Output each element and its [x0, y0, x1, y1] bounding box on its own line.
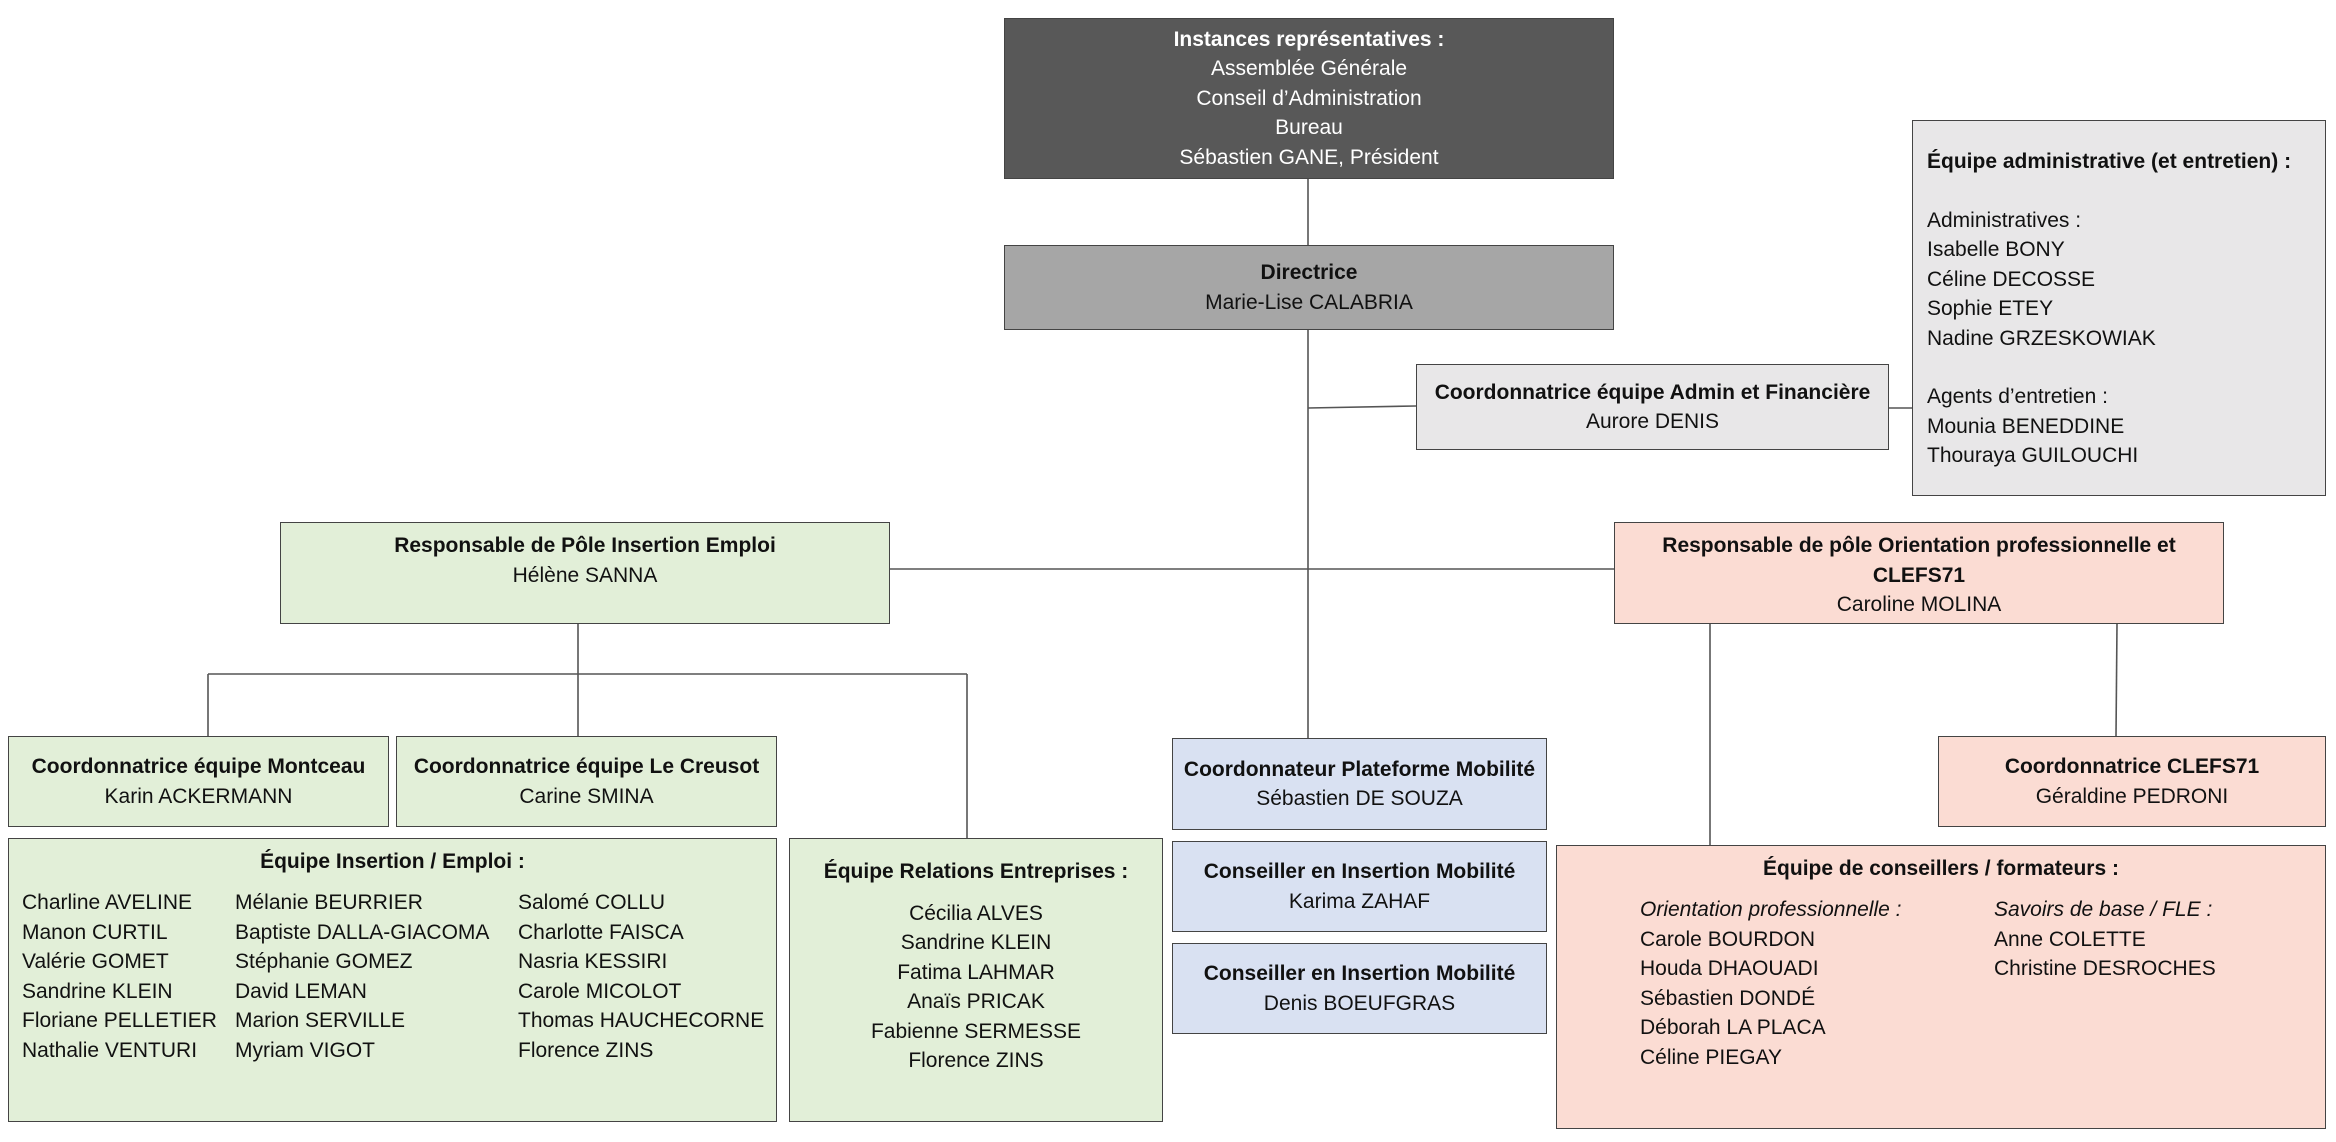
- resp-insertion-name: Hélène SANNA: [512, 563, 658, 587]
- instances-box: Instances représentatives : Assemblée Gé…: [1004, 18, 1614, 179]
- equipe-admin-heading: Administratives :: [1927, 208, 2082, 232]
- team-member: Stéphanie GOMEZ: [235, 950, 413, 973]
- relations-member: Cécilia ALVES: [909, 901, 1043, 925]
- coord-clefs-title: Coordonnatrice CLEFS71: [2004, 755, 2260, 778]
- resp-insertion-title: Responsable de Pôle Insertion Emploi: [394, 534, 776, 557]
- conseiller-mobilite-box: Conseiller en Insertion Mobilité Denis B…: [1172, 943, 1547, 1034]
- equipe-admin-title: Équipe administrative (et entretien) :: [1927, 150, 2292, 173]
- team-member: Charline AVELINE: [22, 891, 193, 914]
- agent-member: Mounia BENEDDINE: [1927, 414, 2125, 438]
- team-member: David LEMAN: [235, 979, 367, 1003]
- team-member: Nathalie VENTURI: [22, 1038, 198, 1062]
- conseiller-member: Céline PIEGAY: [1640, 1045, 1783, 1069]
- insertion-column-3: Salomé COLLU Charlotte FAISCA Nasria KES…: [518, 888, 764, 1065]
- instances-line: Assemblée Générale: [1210, 57, 1408, 81]
- savoirs-column: Savoirs de base / FLE : Anne COLETTE Chr…: [1994, 895, 2216, 984]
- relations-member: Fatima LAHMAR: [897, 960, 1055, 984]
- relations-member: Florence ZINS: [908, 1049, 1044, 1072]
- coord-admin-name: Aurore DENIS: [1585, 410, 1720, 433]
- team-member: Charlotte FAISCA: [518, 920, 684, 944]
- relations-member: Anaïs PRICAK: [907, 990, 1045, 1013]
- orientation-column: Orientation professionnelle : Carole BOU…: [1640, 895, 1902, 1072]
- team-member: Valérie GOMET: [22, 950, 169, 973]
- coord-mobilite-title: Coordonnateur Plateforme Mobilité: [1183, 757, 1536, 781]
- coord-mobilite-box: Coordonnateur Plateforme Mobilité Sébast…: [1172, 738, 1547, 830]
- resp-insertion-box: Responsable de Pôle Insertion Emploi Hél…: [280, 522, 890, 624]
- team-member: Sandrine KLEIN: [22, 979, 173, 1003]
- team-member: Marion SERVILLE: [235, 1009, 406, 1032]
- coord-creusot-title: Coordonnatrice équipe Le Creusot: [413, 755, 760, 778]
- instances-title: Instances représentatives :: [1173, 27, 1445, 51]
- conseiller-title: Conseiller en Insertion Mobilité: [1203, 962, 1516, 985]
- team-member: Carole MICOLOT: [518, 979, 682, 1003]
- directrice-box: Directrice Marie-Lise CALABRIA: [1004, 245, 1614, 330]
- resp-orientation-name: Caroline MOLINA: [1836, 593, 2002, 616]
- conseiller-member: Houda DHAOUADI: [1640, 957, 1819, 980]
- formateur-member: Anne COLETTE: [1994, 927, 2146, 951]
- team-member: Myriam VIGOT: [235, 1038, 375, 1062]
- team-member: Salomé COLLU: [518, 891, 666, 914]
- equipe-admin-box: Équipe administrative (et entretien) : A…: [1912, 120, 2326, 496]
- equipe-conseillers-title: Équipe de conseillers / formateurs :: [1763, 857, 2119, 880]
- directrice-name: Marie-Lise CALABRIA: [1205, 290, 1413, 314]
- equipe-insertion-box: Équipe Insertion / Emploi : Charline AVE…: [8, 838, 777, 1122]
- coord-creusot-name: Carine SMINA: [519, 784, 654, 808]
- orientation-heading: Orientation professionnelle :: [1640, 898, 1902, 921]
- savoirs-heading: Savoirs de base / FLE :: [1994, 898, 2213, 921]
- equipe-relations-title: Équipe Relations Entreprises :: [823, 860, 1129, 883]
- relations-member: Sandrine KLEIN: [900, 931, 1052, 954]
- agent-member: Thouraya GUILOUCHI: [1927, 444, 2139, 467]
- coord-clefs-box: Coordonnatrice CLEFS71 Géraldine PEDRONI: [1938, 736, 2326, 827]
- team-member: Mélanie BEURRIER: [235, 891, 423, 914]
- conseiller-member: Sébastien DONDÉ: [1640, 986, 1816, 1010]
- equipe-admin-member: Sophie ETEY: [1927, 297, 2054, 320]
- instances-line: Conseil d’Administration: [1196, 86, 1422, 110]
- insertion-column-2: Mélanie BEURRIER Baptiste DALLA-GIACOMA …: [235, 888, 489, 1065]
- connector-line: [1307, 405, 1417, 409]
- instances-line: Sébastien GANE, Président: [1179, 145, 1439, 169]
- conseiller-member: Carole BOURDON: [1640, 927, 1816, 951]
- insertion-column-1: Charline AVELINE Manon CURTIL Valérie GO…: [22, 888, 217, 1065]
- conseiller-name: Denis BOEUFGRAS: [1263, 991, 1456, 1015]
- formateur-member: Christine DESROCHES: [1994, 957, 2216, 980]
- agents-heading: Agents d’entretien :: [1927, 385, 2108, 408]
- coord-montceau-box: Coordonnatrice équipe Montceau Karin ACK…: [8, 736, 389, 827]
- equipe-admin-member: Nadine GRZESKOWIAK: [1927, 326, 2156, 350]
- coord-montceau-name: Karin ACKERMANN: [104, 784, 293, 808]
- team-member: Baptiste DALLA-GIACOMA: [235, 920, 490, 944]
- conseiller-title: Conseiller en Insertion Mobilité: [1203, 860, 1516, 883]
- coord-clefs-name: Géraldine PEDRONI: [2035, 784, 2229, 808]
- team-member: Manon CURTIL: [22, 920, 168, 944]
- team-member: Floriane PELLETIER: [22, 1009, 217, 1032]
- instances-line: Bureau: [1275, 116, 1343, 140]
- resp-orientation-title: Responsable de pôle Orientation professi…: [1662, 534, 2176, 587]
- equipe-relations-box: Équipe Relations Entreprises : Cécilia A…: [789, 838, 1163, 1122]
- directrice-title: Directrice: [1260, 261, 1358, 284]
- relations-member: Fabienne SERMESSE: [870, 1019, 1082, 1043]
- team-member: Thomas HAUCHECORNE: [518, 1009, 765, 1032]
- equipe-insertion-title: Équipe Insertion / Emploi :: [260, 850, 525, 873]
- conseiller-mobilite-box: Conseiller en Insertion Mobilité Karima …: [1172, 841, 1547, 932]
- coord-admin-box: Coordonnatrice équipe Admin et Financièr…: [1416, 364, 1889, 450]
- team-member: Florence ZINS: [518, 1038, 654, 1062]
- resp-orientation-box: Responsable de pôle Orientation professi…: [1614, 522, 2224, 624]
- equipe-admin-member: Céline DECOSSE: [1927, 267, 2096, 291]
- coord-admin-title: Coordonnatrice équipe Admin et Financièr…: [1434, 380, 1871, 404]
- equipe-admin-member: Isabelle BONY: [1927, 238, 2065, 261]
- conseiller-member: Déborah LA PLACA: [1640, 1016, 1826, 1039]
- equipe-conseillers-box: Équipe de conseillers / formateurs : Ori…: [1556, 845, 2326, 1129]
- coord-creusot-box: Coordonnatrice équipe Le Creusot Carine …: [396, 736, 777, 827]
- team-member: Nasria KESSIRI: [518, 950, 668, 973]
- connector-line: [2115, 623, 2118, 737]
- conseiller-name: Karima ZAHAF: [1288, 889, 1431, 913]
- coord-montceau-title: Coordonnatrice équipe Montceau: [31, 755, 366, 778]
- coord-mobilite-name: Sébastien DE SOUZA: [1256, 787, 1463, 810]
